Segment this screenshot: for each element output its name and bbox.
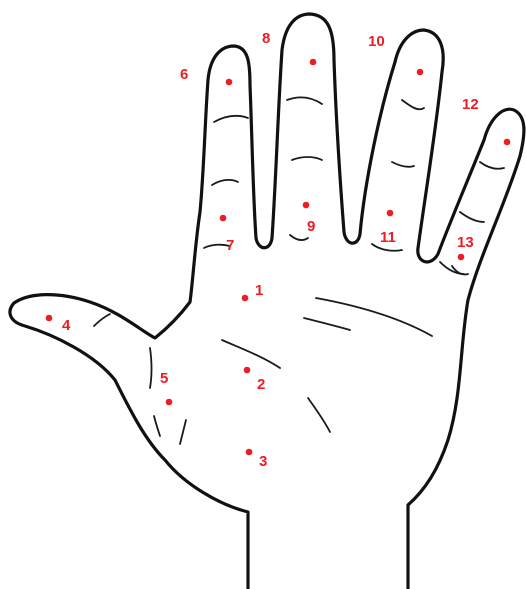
crease-middle-mid	[292, 157, 322, 160]
marker-label-2: 2	[257, 376, 265, 393]
marker-dot-2	[244, 367, 251, 374]
crease-middle-top	[287, 97, 322, 104]
marker-label-1: 1	[255, 282, 263, 299]
palm-line-middle	[222, 340, 280, 368]
palm-line-heart	[316, 298, 432, 336]
marker-dot-9	[303, 202, 310, 209]
crease-index-mid	[212, 180, 238, 185]
marker-label-6: 6	[180, 66, 188, 83]
marker-dot-10	[417, 69, 424, 76]
marker-dot-13	[458, 254, 465, 261]
marker-label-10: 10	[368, 33, 385, 50]
thumb-crease	[94, 314, 110, 326]
hand-outline	[10, 14, 524, 589]
crease-ring-mid	[392, 162, 414, 167]
crease-pinky-top	[480, 162, 504, 169]
palm-line-head	[304, 318, 350, 330]
crease-pinky-low	[440, 262, 464, 274]
thumb-base-line-2	[180, 420, 186, 444]
marker-label-12: 12	[462, 96, 479, 113]
marker-dot-3	[246, 449, 253, 456]
crease-pinky-mid	[460, 212, 484, 222]
marker-label-11: 11	[380, 229, 396, 246]
marker-label-3: 3	[259, 453, 267, 470]
crease-ring-top	[402, 100, 424, 109]
crease-index-top	[214, 116, 248, 122]
marker-dot-11	[387, 210, 394, 217]
marker-label-9: 9	[307, 218, 315, 235]
marker-label-4: 4	[62, 317, 71, 334]
crease-pinky-low2	[452, 266, 468, 275]
marker-label-13: 13	[457, 234, 474, 251]
palm-line-lower	[308, 398, 330, 432]
marker-label-8: 8	[262, 30, 270, 47]
marker-label-7: 7	[226, 237, 234, 254]
palm-lines	[94, 298, 432, 444]
marker-dot-7	[220, 215, 227, 222]
crease-middle-low	[290, 235, 308, 240]
marker-dot-8	[310, 59, 317, 66]
marker-dot-5	[166, 399, 173, 406]
thumb-base-line-3	[154, 416, 160, 436]
marker-dot-4	[46, 315, 53, 322]
hand-outline-path	[10, 14, 524, 589]
marker-dot-1	[242, 295, 249, 302]
thumb-base-line-1	[150, 348, 152, 388]
marker-label-5: 5	[160, 370, 168, 387]
marker-dot-12	[504, 139, 511, 146]
marker-dot-6	[226, 79, 233, 86]
